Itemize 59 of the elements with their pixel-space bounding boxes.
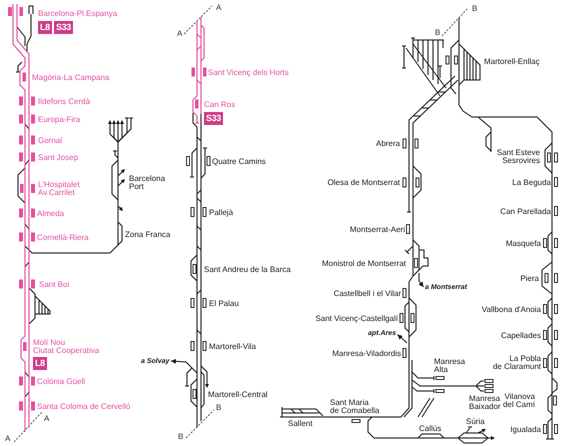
station-name: Súria: [466, 416, 485, 426]
station-name: Sant Andreu de la Barca: [204, 264, 291, 274]
station-name: El Palau: [209, 298, 239, 308]
station-name: La Beguda: [512, 178, 551, 186]
station-name: Barcelona-Pl.Espanya: [38, 8, 118, 18]
station-name: Callús: [419, 424, 442, 432]
station-name: Can Parellada: [500, 206, 551, 216]
station-name: Gornal: [38, 136, 62, 144]
station-name: Castellbell i el Vilar: [334, 288, 401, 298]
station-name: Capellades: [500, 330, 541, 340]
break-marker-letter: A: [44, 414, 50, 422]
break-marker-letter: A: [177, 28, 182, 38]
station-name: Santa Coloma de Cervelló: [37, 402, 130, 410]
station-name: Almeda: [37, 208, 64, 218]
station-name: Sant Vicenç dels Horts: [208, 68, 289, 76]
station-name: Barcelona Port: [129, 175, 166, 191]
station-name: Sallent: [288, 418, 312, 428]
station-name: Europa-Fira: [38, 114, 80, 124]
line-badge: S33: [54, 21, 73, 34]
station-name: Cornellà-Riera: [37, 232, 89, 242]
station-name: Abrera: [376, 138, 400, 148]
station-name: Martorell-Vila: [209, 342, 256, 350]
line-badge: L8: [33, 357, 47, 370]
station-name: Manresa Baixador: [469, 395, 501, 411]
station-name: Sant Boi: [39, 280, 70, 288]
branch-arrow: [397, 334, 408, 344]
station-name: Martorell-Enllaç: [484, 56, 540, 66]
station-name: Vilanova del Camí: [502, 393, 535, 409]
station-name: Masquefa: [506, 238, 541, 248]
branch-arrow: [418, 272, 424, 288]
line-badge: L8: [38, 21, 52, 34]
station-name: Quatre Camins: [212, 156, 266, 166]
station-name: Montserrat-Aeri: [350, 224, 405, 234]
break-marker-letter: B: [178, 432, 184, 440]
station-name: Sant Vicenç-Castellgalí: [315, 314, 398, 322]
station-name: Colònia Güell: [37, 376, 86, 386]
break-marker-letter: B: [216, 402, 222, 412]
station-name: L'Hospitalet Av.Carrilet: [38, 181, 80, 197]
station-name: Piera: [520, 274, 539, 282]
station-name: Zona Franca: [125, 230, 170, 238]
break-marker-letter: A: [5, 434, 10, 442]
station-name: Igualada: [510, 424, 541, 434]
station-name: Sant Josep: [38, 152, 78, 162]
station-name: Sant Maria de Comabella: [330, 399, 380, 415]
break-marker-letter: A: [216, 2, 222, 12]
station-name: Sant Esteve Sesrovires: [496, 149, 540, 165]
station-name: Manresa Alta: [434, 358, 466, 374]
station-name: Manresa-Viladordis: [332, 348, 401, 358]
station-name: Martorell-Central: [208, 390, 268, 398]
station-name: Olesa de Montserrat: [328, 178, 400, 186]
station-name: Ildefons Cerdà: [38, 96, 90, 106]
station-name: Monistrol de Montserrat: [322, 258, 406, 268]
station-name: Vallbona d'Anoia: [482, 304, 541, 314]
station-name: Magòria-La Campana: [32, 72, 110, 82]
station-name: La Pobla de Claramunt: [492, 355, 541, 371]
station-name: Molí Nou Ciutat Cooperativa: [33, 339, 100, 355]
break-marker-letter: B: [472, 4, 478, 12]
station-name: Pallejà: [209, 208, 234, 216]
break-marker-letter: B: [435, 28, 440, 36]
